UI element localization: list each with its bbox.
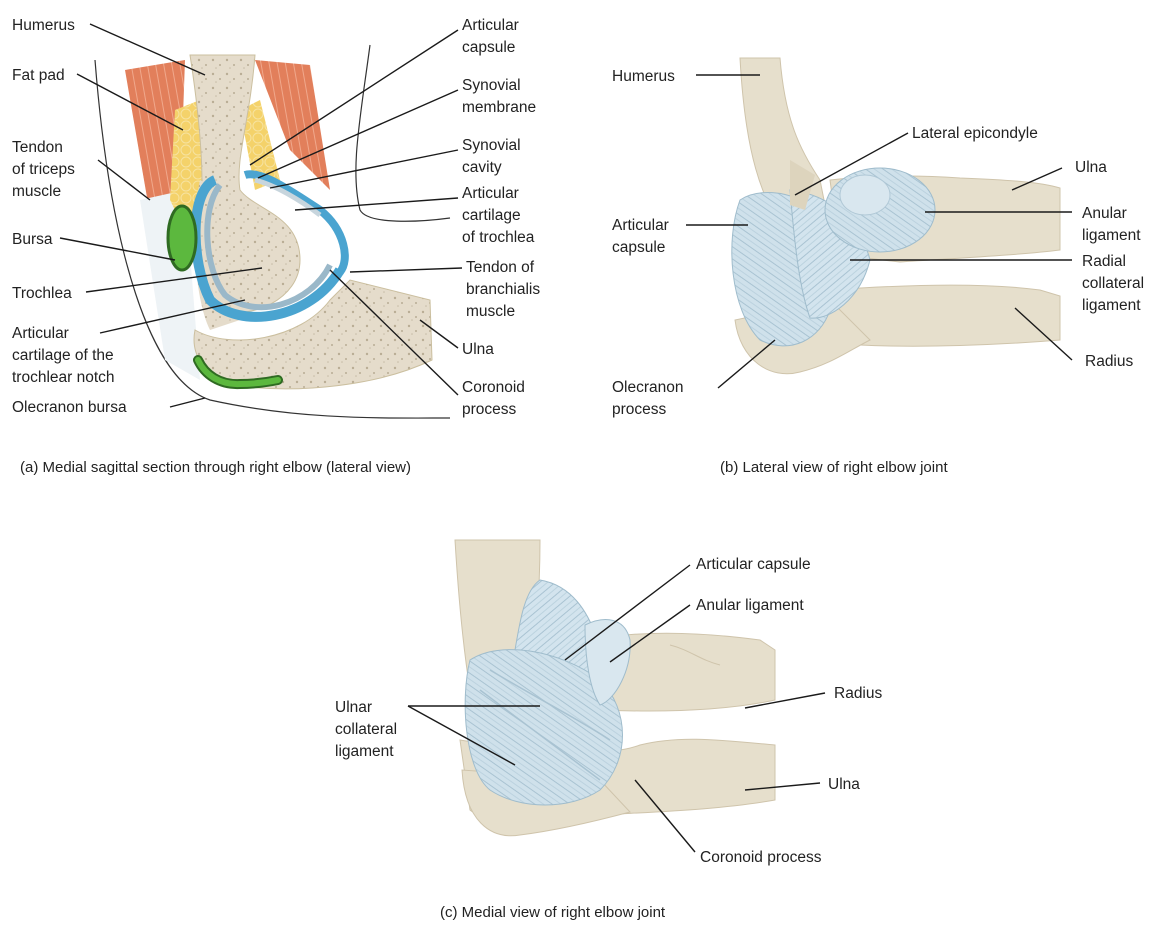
label-synovial-membrane: Synovial membrane [462, 77, 536, 116]
label-ulna-a: Ulna [462, 341, 494, 358]
label-trochlea: Trochlea [12, 285, 72, 302]
label-ulnar-collateral: Ulnar collateral ligament [335, 699, 401, 760]
label-synovial-cavity: Synovial cavity [462, 137, 525, 176]
label-articular-cartilage-notch: Articular cartilage of the trochlear not… [12, 325, 118, 386]
label-radius-c: Radius [834, 685, 882, 702]
label-radial-collateral: Radial collateral ligament [1082, 253, 1148, 314]
label-tendon-triceps: Tendon of triceps muscle [12, 139, 79, 200]
caption-a: (a) Medial sagittal section through righ… [20, 459, 411, 476]
panel-c-illustration [455, 540, 775, 836]
label-humerus-a: Humerus [12, 17, 75, 34]
label-articular-capsule-a: Articular capsule [462, 17, 523, 56]
label-fat-pad: Fat pad [12, 67, 65, 84]
label-lateral-epicondyle: Lateral epicondyle [912, 125, 1038, 142]
caption-b: (b) Lateral view of right elbow joint [720, 459, 948, 476]
label-anular-ligament-b: Anular ligament [1082, 205, 1141, 244]
label-ulna-c: Ulna [828, 776, 860, 793]
panel-a-illustration [95, 45, 450, 418]
label-bursa: Bursa [12, 231, 53, 248]
panel-b-labels: Humerus Lateral epicondyle Ulna Articula… [612, 68, 1148, 476]
label-ulna-b: Ulna [1075, 159, 1107, 176]
panel-b-illustration [732, 58, 1060, 374]
label-articular-cartilage-trochlea: Articular cartilage of trochlea [462, 185, 535, 246]
label-olecranon-bursa: Olecranon bursa [12, 399, 127, 416]
label-anular-ligament-c: Anular ligament [696, 597, 804, 614]
label-humerus-b: Humerus [612, 68, 675, 85]
label-coronoid-a: Coronoid process [462, 379, 529, 418]
caption-c: (c) Medial view of right elbow joint [440, 904, 666, 921]
label-articular-capsule-b: Articular capsule [612, 217, 673, 256]
label-radius-b: Radius [1085, 353, 1133, 370]
label-olecranon-b: Olecranon process [612, 379, 688, 418]
label-coronoid-c: Coronoid process [700, 849, 822, 866]
label-tendon-brachialis: Tendon of branchialis muscle [466, 259, 544, 320]
label-articular-capsule-c: Articular capsule [696, 556, 811, 573]
